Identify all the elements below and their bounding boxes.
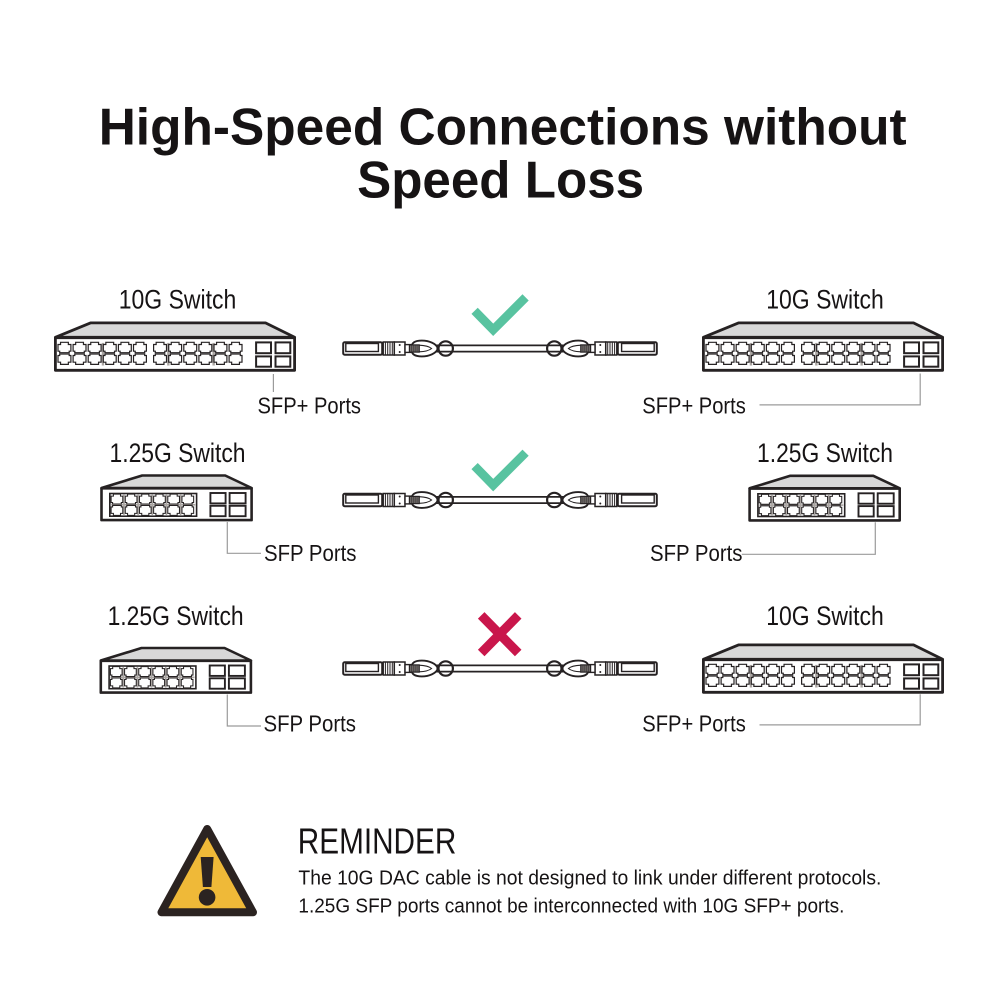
svg-text:The 10G DAC cable is not desig: The 10G DAC cable is not designed to lin… xyxy=(298,868,881,890)
svg-text:1.25G Switch: 1.25G Switch xyxy=(757,438,893,468)
svg-text:1.25G Switch: 1.25G Switch xyxy=(108,601,244,631)
svg-text:SFP+ Ports: SFP+ Ports xyxy=(258,393,362,419)
svg-text:10G Switch: 10G Switch xyxy=(766,601,884,631)
svg-text:High-Speed Connections without: High-Speed Connections without xyxy=(99,98,907,156)
svg-text:10G Switch: 10G Switch xyxy=(119,285,237,315)
svg-text:SFP Ports: SFP Ports xyxy=(264,711,357,737)
svg-text:SFP+ Ports: SFP+ Ports xyxy=(642,393,746,419)
svg-text:SFP Ports: SFP Ports xyxy=(264,540,357,566)
svg-text:SFP Ports: SFP Ports xyxy=(650,540,743,566)
svg-text:Speed Loss: Speed Loss xyxy=(357,151,644,209)
svg-text:SFP+ Ports: SFP+ Ports xyxy=(642,711,746,737)
svg-text:1.25G Switch: 1.25G Switch xyxy=(110,438,246,468)
svg-text:1.25G SFP ports cannot be inte: 1.25G SFP ports cannot be interconnected… xyxy=(298,895,844,917)
svg-text:REMINDER: REMINDER xyxy=(298,821,457,862)
svg-text:10G Switch: 10G Switch xyxy=(766,285,884,315)
